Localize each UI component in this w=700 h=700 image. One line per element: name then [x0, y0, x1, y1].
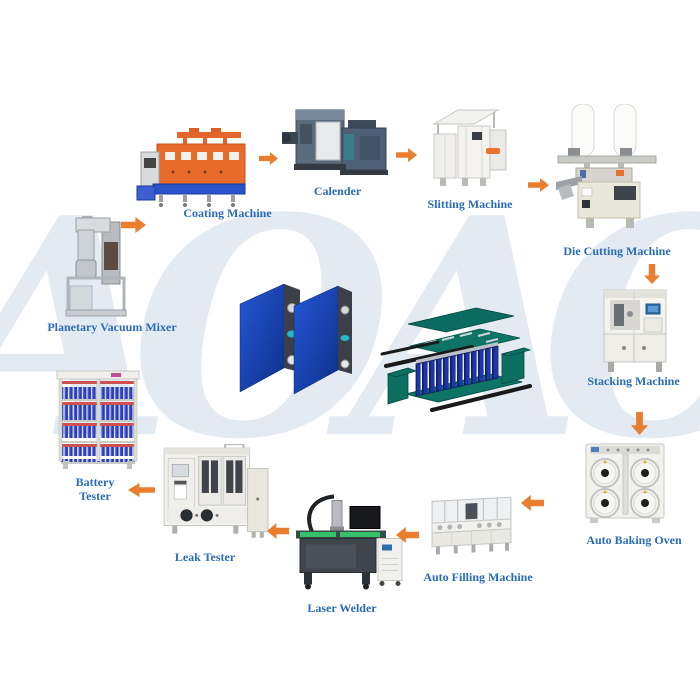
- laser-welder-image: [286, 486, 404, 592]
- leak-tester-label: Leak Tester: [174, 550, 236, 564]
- battery-tester-image: [55, 368, 145, 470]
- slitting-machine-label: Slitting Machine: [427, 197, 513, 211]
- auto-filling-machine-image: [424, 488, 518, 562]
- arrow-welder-to-leak-icon: [267, 523, 289, 539]
- arrow-die-cutting-to-stacking-icon: [644, 264, 660, 284]
- arrow-calender-to-slitting-icon: [396, 148, 417, 162]
- arrow-coating-to-calender-icon: [259, 152, 278, 165]
- calender-image: [282, 106, 394, 180]
- die-cutting-machine-image: [556, 104, 662, 234]
- stacking-machine-label: Stacking Machine: [587, 374, 680, 388]
- arrow-leak-to-battery-icon: [128, 483, 155, 497]
- arrow-stacking-to-baking-icon: [631, 412, 648, 435]
- arrow-mixer-to-coating-icon: [121, 217, 146, 233]
- coating-machine-label: Coating Machine: [183, 206, 272, 220]
- die-cutting-machine-label: Die Cutting Machine: [563, 244, 671, 258]
- battery-tester-label: Battery Tester: [75, 475, 115, 503]
- battery-module-exploded-image: [380, 302, 536, 420]
- laser-welder-label: Laser Welder: [307, 601, 377, 615]
- arrow-baking-to-filling-icon: [521, 495, 544, 511]
- planetary-vacuum-mixer-label: Planetary Vacuum Mixer: [47, 320, 177, 334]
- coating-machine-image: [133, 128, 251, 212]
- arrow-slitting-to-die-cutting-icon: [528, 178, 549, 192]
- auto-filling-machine-label: Auto Filling Machine: [423, 570, 533, 584]
- auto-baking-oven-label: Auto Baking Oven: [586, 533, 682, 547]
- arrow-filling-to-welder-icon: [396, 527, 419, 543]
- slitting-machine-image: [428, 108, 512, 192]
- auto-baking-oven-image: [584, 436, 668, 526]
- leak-tester-image: [158, 444, 272, 548]
- calender-label: Calender: [313, 184, 362, 198]
- planetary-vacuum-mixer-image: [62, 216, 136, 320]
- battery-cells-image: [236, 268, 352, 400]
- stacking-machine-image: [600, 288, 672, 376]
